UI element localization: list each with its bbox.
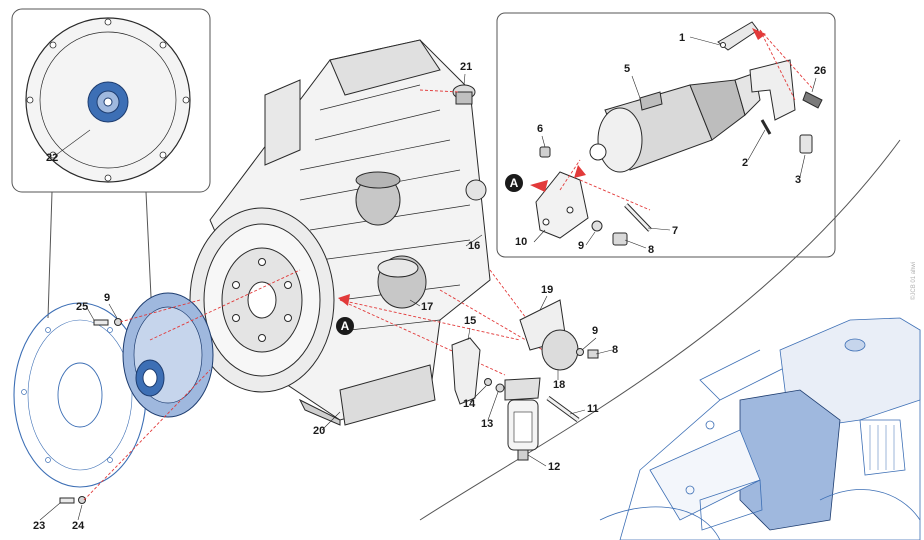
svg-text:A: A — [341, 319, 350, 333]
part-6-nut — [539, 146, 551, 158]
callout-24: 24 — [72, 520, 85, 532]
view-divider-arc — [419, 139, 901, 521]
part-26-spring — [802, 91, 823, 109]
machine-overview — [599, 317, 921, 540]
callout-7: 7 — [672, 225, 678, 237]
callout-26: 26 — [814, 65, 826, 77]
callout-labels: 1 2 3 5 6 7 8 8 9 9 9 10 11 12 13 14 15 … — [33, 32, 826, 532]
callout-8: 8 — [612, 344, 618, 356]
inset-pointer-lines — [47, 191, 153, 319]
callout-8: 8 — [648, 244, 654, 256]
callout-22: 22 — [46, 152, 58, 164]
reference-marker-a-inset: A — [505, 174, 523, 192]
inset-border — [496, 12, 836, 258]
callout-21: 21 — [460, 61, 472, 73]
leader-lines — [39, 36, 817, 521]
engine-bay-highlight — [739, 389, 841, 531]
part-9-washer — [591, 220, 603, 232]
part-bracket-plate — [749, 59, 796, 121]
callout-16: 16 — [468, 240, 480, 252]
copyright-text: ©JCB 01 ahwi — [910, 262, 917, 300]
part-23-bolt — [59, 497, 75, 504]
part-15-bracket — [451, 337, 481, 405]
callout-12: 12 — [548, 461, 560, 473]
flywheel-housing — [189, 207, 335, 393]
reference-marker-a-main: A — [336, 317, 354, 335]
inset-panel-starter — [496, 12, 836, 258]
inset-panel-flywheel — [11, 8, 211, 319]
fuel-filter-assembly — [451, 299, 599, 461]
part-8-bolt — [612, 232, 628, 246]
callout-11: 11 — [587, 403, 599, 415]
part-25-bolt — [93, 319, 109, 326]
inset-border — [11, 8, 211, 193]
svg-text:A: A — [510, 176, 519, 190]
callout-18: 18 — [553, 379, 565, 391]
callout-6: 6 — [537, 123, 543, 135]
callout-13: 13 — [481, 418, 493, 430]
callout-9: 9 — [592, 325, 598, 337]
part-3-bolt — [799, 134, 813, 154]
callout-2: 2 — [742, 157, 748, 169]
starter-motor — [589, 72, 761, 173]
callout-10: 10 — [515, 236, 527, 248]
callout-9: 9 — [578, 240, 584, 252]
callout-19: 19 — [541, 284, 553, 296]
drive-plate-exploded — [13, 292, 214, 504]
callout-23: 23 — [33, 520, 45, 532]
callout-20: 20 — [313, 425, 325, 437]
callout-3: 3 — [795, 174, 801, 186]
callout-5: 5 — [624, 63, 630, 75]
callout-15: 15 — [464, 315, 476, 327]
callout-14: 14 — [463, 398, 476, 410]
callout-1: 1 — [679, 32, 685, 44]
callout-25: 25 — [76, 301, 88, 313]
callout-9: 9 — [104, 292, 110, 304]
part-18-sensor — [541, 329, 579, 371]
part-13-washer — [495, 383, 505, 393]
callout-17: 17 — [421, 301, 433, 313]
